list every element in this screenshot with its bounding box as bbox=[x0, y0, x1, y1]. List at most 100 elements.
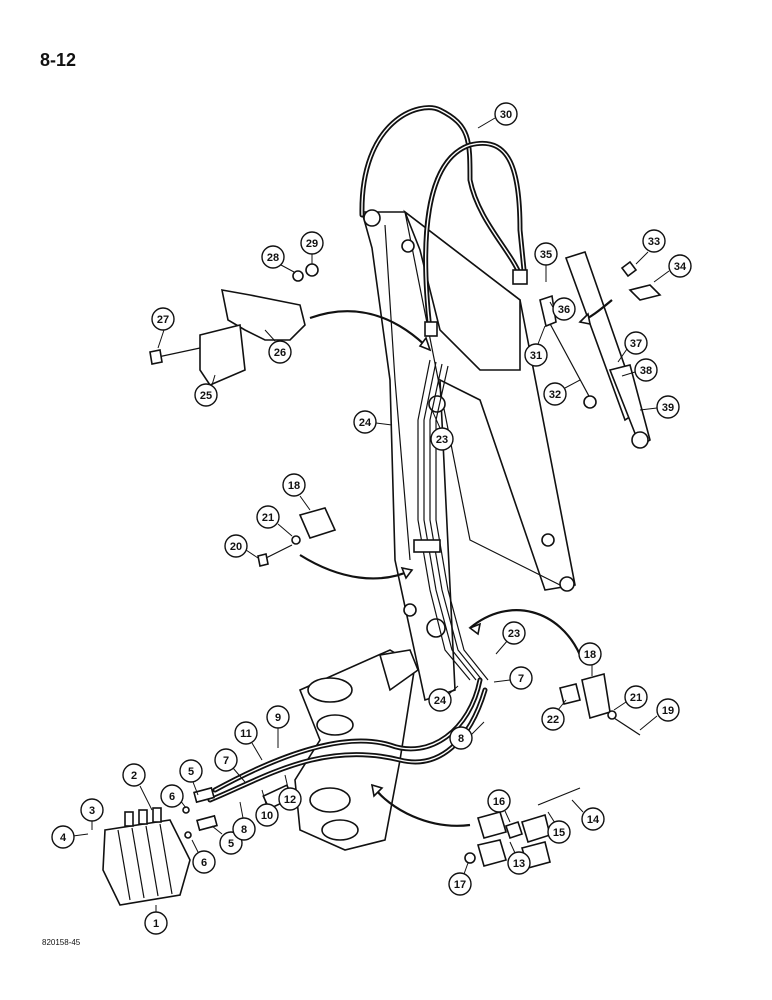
svg-text:18: 18 bbox=[288, 480, 300, 492]
callout-16: 16 bbox=[487, 789, 511, 823]
svg-text:24: 24 bbox=[434, 695, 447, 707]
callout-8b: 8 bbox=[449, 721, 485, 750]
svg-text:27: 27 bbox=[157, 314, 169, 326]
callout-8a: 8 bbox=[232, 801, 256, 841]
callout-38: 38 bbox=[621, 358, 658, 382]
page-number: 8-12 bbox=[40, 50, 77, 70]
callout-32: 32 bbox=[543, 379, 581, 406]
svg-text:34: 34 bbox=[674, 261, 687, 273]
callout-9: 9 bbox=[266, 705, 290, 748]
control-valve bbox=[102, 807, 191, 906]
svg-text:3: 3 bbox=[89, 805, 95, 817]
svg-text:23: 23 bbox=[508, 628, 520, 640]
callout-26: 26 bbox=[264, 329, 292, 364]
callout-27: 27 bbox=[151, 307, 175, 349]
svg-text:8: 8 bbox=[458, 733, 464, 745]
svg-text:25: 25 bbox=[200, 390, 212, 402]
svg-text:5: 5 bbox=[188, 766, 194, 778]
svg-text:7: 7 bbox=[223, 755, 229, 767]
callout-33: 33 bbox=[635, 229, 666, 265]
svg-text:13: 13 bbox=[513, 858, 525, 870]
svg-text:37: 37 bbox=[630, 338, 642, 350]
svg-text:26: 26 bbox=[274, 347, 286, 359]
callout-1: 1 bbox=[144, 905, 168, 935]
svg-text:5: 5 bbox=[228, 838, 234, 850]
svg-text:28: 28 bbox=[267, 252, 279, 264]
callout-2: 2 bbox=[122, 763, 153, 811]
callout-11: 11 bbox=[234, 721, 263, 761]
callout-21b: 21 bbox=[613, 685, 648, 711]
svg-text:17: 17 bbox=[454, 879, 466, 891]
svg-text:29: 29 bbox=[306, 238, 318, 250]
callout-10: 10 bbox=[255, 789, 279, 827]
callout-3: 3 bbox=[80, 798, 104, 830]
pointer-arrows bbox=[299, 299, 613, 827]
callout-24a: 24 bbox=[353, 410, 393, 434]
callout-6b: 6 bbox=[191, 839, 216, 874]
callout-17: 17 bbox=[448, 862, 472, 896]
svg-text:21: 21 bbox=[262, 512, 274, 524]
clamp-group-middle bbox=[257, 507, 337, 567]
callout-14: 14 bbox=[571, 799, 605, 831]
svg-text:12: 12 bbox=[284, 794, 296, 806]
callout-25: 25 bbox=[194, 374, 218, 407]
callout-15: 15 bbox=[547, 811, 571, 844]
svg-text:16: 16 bbox=[493, 796, 505, 808]
svg-text:8: 8 bbox=[241, 824, 247, 836]
callout-7b: 7 bbox=[493, 666, 533, 690]
callout-30: 30 bbox=[477, 102, 518, 129]
callout-35: 35 bbox=[534, 242, 558, 282]
callout-20: 20 bbox=[224, 534, 259, 559]
svg-text:14: 14 bbox=[587, 814, 600, 826]
callout-39: 39 bbox=[639, 395, 680, 419]
callout-19: 19 bbox=[639, 698, 680, 731]
clamp-group-right bbox=[559, 672, 641, 736]
svg-text:39: 39 bbox=[662, 402, 674, 414]
callout-22: 22 bbox=[541, 699, 567, 731]
svg-text:30: 30 bbox=[500, 109, 512, 121]
svg-text:32: 32 bbox=[549, 389, 561, 401]
cylinder-group bbox=[539, 251, 662, 449]
callout-23b: 23 bbox=[495, 621, 526, 655]
svg-text:1: 1 bbox=[153, 918, 159, 930]
svg-text:6: 6 bbox=[201, 857, 207, 869]
figure-code: 820158-45 bbox=[42, 938, 81, 947]
hose-30 bbox=[359, 105, 528, 337]
svg-text:36: 36 bbox=[558, 304, 570, 316]
callout-31: 31 bbox=[524, 325, 548, 367]
callout-5a: 5 bbox=[179, 759, 203, 796]
callout-37: 37 bbox=[617, 331, 648, 363]
callout-18a: 18 bbox=[282, 473, 311, 511]
callout-34: 34 bbox=[653, 254, 692, 283]
svg-text:15: 15 bbox=[553, 827, 565, 839]
svg-text:21: 21 bbox=[630, 692, 642, 704]
callout-21a: 21 bbox=[256, 505, 293, 537]
svg-text:18: 18 bbox=[584, 649, 596, 661]
callout-28: 28 bbox=[261, 245, 295, 273]
svg-text:6: 6 bbox=[169, 791, 175, 803]
svg-text:23: 23 bbox=[436, 434, 448, 446]
callout-29: 29 bbox=[300, 231, 324, 264]
svg-text:2: 2 bbox=[131, 770, 137, 782]
svg-text:7: 7 bbox=[518, 673, 524, 685]
svg-text:35: 35 bbox=[540, 249, 552, 261]
boom-arm bbox=[360, 209, 576, 702]
svg-text:9: 9 bbox=[275, 712, 281, 724]
svg-text:10: 10 bbox=[261, 810, 273, 822]
callout-4: 4 bbox=[51, 825, 89, 849]
svg-text:11: 11 bbox=[240, 728, 252, 740]
callout-12: 12 bbox=[278, 774, 302, 811]
clamp-group-top bbox=[149, 263, 319, 386]
svg-text:4: 4 bbox=[60, 832, 67, 844]
clamp-group-bottom bbox=[464, 787, 581, 869]
callout-13: 13 bbox=[507, 841, 531, 875]
callout-36: 36 bbox=[549, 297, 576, 321]
svg-text:38: 38 bbox=[640, 365, 652, 377]
svg-text:31: 31 bbox=[530, 350, 542, 362]
svg-text:22: 22 bbox=[547, 714, 559, 726]
callout-23a: 23 bbox=[430, 409, 454, 451]
callout-24b: 24 bbox=[428, 685, 459, 712]
callout-18b: 18 bbox=[578, 642, 602, 676]
svg-text:20: 20 bbox=[230, 541, 242, 553]
